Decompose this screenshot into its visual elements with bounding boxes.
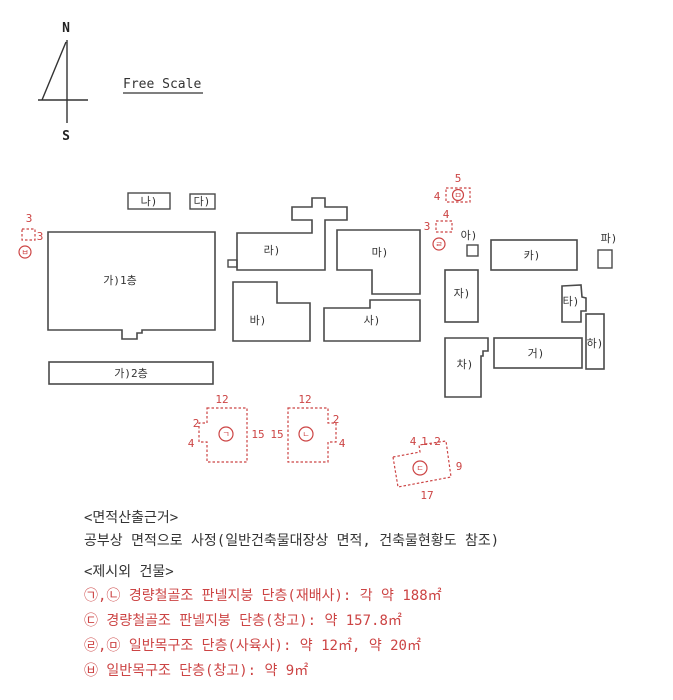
extra-structures: ㄱ 12 2 4 15 ㄴ 12 2 4 15 ㄷ 4 1.2 9 17 5 4	[18, 172, 471, 502]
extra-s1-dim-top: 12	[215, 393, 228, 406]
building-a-label: 아)	[461, 229, 478, 242]
compass-north-label: N	[62, 21, 70, 36]
building-ba-label: 바)	[250, 314, 267, 327]
extra-s3-dim-top-right: 1.2	[421, 435, 441, 448]
extra-s2-dim-left: 15	[270, 428, 283, 441]
extra-item-1: ㉠,㉡ 경량철골조 판넬지붕 단층(재배사): 각 약 188㎡	[84, 588, 442, 604]
building-ha-outline	[585, 313, 605, 370]
building-na-label: 나)	[141, 195, 158, 208]
extra-s1-marker-circle	[218, 426, 234, 442]
extra-s5-dim-top: 4	[443, 208, 450, 221]
extra-s5-outline	[435, 220, 453, 233]
extra-s2-outline	[287, 407, 337, 463]
extra-s6-marker-circle	[18, 245, 32, 259]
extra-s4-outline	[445, 187, 471, 203]
building-ra-outline	[236, 197, 348, 271]
building-pa-label: 파)	[601, 232, 618, 245]
extra-s1-dim-right: 15	[251, 428, 264, 441]
building-ja-label: 자)	[454, 287, 471, 300]
building-ma-label: 마)	[372, 246, 389, 259]
building-ga1-label: 가)1층	[103, 274, 137, 287]
extra-item-4: ㉥ 일반목구조 단층(창고): 약 9㎡	[84, 663, 309, 679]
building-ja-outline	[444, 269, 479, 323]
building-ra-label: 라)	[264, 244, 281, 257]
extra-s3-dim-top-left: 4	[410, 435, 417, 448]
building-ha-label: 하)	[587, 336, 604, 350]
extra-s2-dim-right-upper: 2	[333, 413, 340, 426]
extra-s3-outline	[392, 440, 452, 488]
building-cha-outline	[444, 337, 489, 398]
scale-label: Free Scale	[123, 77, 201, 92]
building-da-label: 다)	[194, 195, 211, 208]
building-a-outline	[466, 244, 479, 257]
extra-s2-dim-top: 12	[298, 393, 311, 406]
extra-s4-dim-top: 5	[455, 172, 462, 185]
building-ka-label: 카)	[524, 249, 541, 262]
building-ga2-outline	[48, 361, 214, 385]
building-geo-outline	[493, 337, 583, 369]
extra-s3-dim-bottom: 17	[420, 489, 433, 502]
building-sa-label: 사)	[364, 314, 381, 327]
extra-s4-marker-circle	[451, 188, 465, 202]
building-ga2-label: 가)2층	[114, 367, 148, 380]
building-pa-outline	[597, 249, 613, 269]
compass-south-label: S	[62, 129, 70, 144]
building-na-outline	[127, 192, 171, 210]
north-arrow-diagonal	[41, 41, 67, 101]
building-sa-outline	[323, 299, 421, 342]
extra-s1-outline	[198, 407, 248, 463]
extra-s5-marker-letter: ㄹ	[435, 240, 442, 249]
area-basis-body: 공부상 면적으로 사정(일반건축물대장상 면적, 건축물현황도 참조)	[84, 533, 500, 549]
extra-s2-dim-right-lower: 4	[339, 437, 346, 450]
building-da-outline	[189, 193, 216, 210]
extra-s5-dim-left: 3	[424, 220, 431, 233]
extra-s1-dim-left-upper: 2	[193, 417, 200, 430]
buildings: 가)1층 가)2층 나) 다) 라) 마) 바) 사) 아) 자) 차) 카)	[47, 192, 618, 398]
building-ta-outline	[561, 284, 587, 323]
extra-s6-dim-top: 3	[26, 212, 33, 225]
extra-s6-dim-right: 3	[37, 230, 44, 243]
extra-s2-marker-letter: ㄴ	[302, 430, 309, 439]
extra-s1-marker-letter: ㄱ	[222, 430, 229, 439]
north-arrow: N S	[38, 21, 88, 144]
extra-item-3: ㉣,㉤ 일반목구조 단층(사육사): 약 12㎡, 약 20㎡	[84, 638, 421, 654]
building-cha-label: 차)	[457, 358, 474, 371]
building-ra-tab	[227, 259, 238, 268]
extra-s3-marker-circle	[412, 460, 428, 476]
building-ba-outline	[232, 281, 311, 342]
extra-item-2: ㉢ 경량철골조 판넬지붕 단층(창고): 약 157.8㎡	[84, 613, 402, 629]
extra-s1-dim-left-lower: 4	[188, 437, 195, 450]
area-basis-title: <면적산출근거>	[84, 510, 179, 526]
building-ma-outline	[336, 229, 421, 295]
building-ka-outline	[490, 239, 578, 271]
extra-s6-marker-letter: ㅂ	[21, 248, 28, 257]
building-ga1-outline	[47, 231, 216, 340]
extra-s4-dim-left: 4	[434, 190, 441, 203]
extra-buildings-title: <제시외 건물>	[84, 564, 174, 580]
extra-s3-marker-letter: ㄷ	[416, 464, 423, 473]
extra-s3-dim-right: 9	[456, 460, 463, 473]
building-geo-label: 거)	[528, 347, 545, 360]
extra-s6-outline	[21, 228, 36, 241]
extra-s2-marker-circle	[298, 426, 314, 442]
extra-s4-marker-letter: ㅁ	[454, 191, 461, 200]
scale-note: Free Scale	[123, 77, 203, 94]
extra-s5-marker-circle	[432, 237, 446, 251]
building-ta-label: 타)	[563, 295, 580, 308]
